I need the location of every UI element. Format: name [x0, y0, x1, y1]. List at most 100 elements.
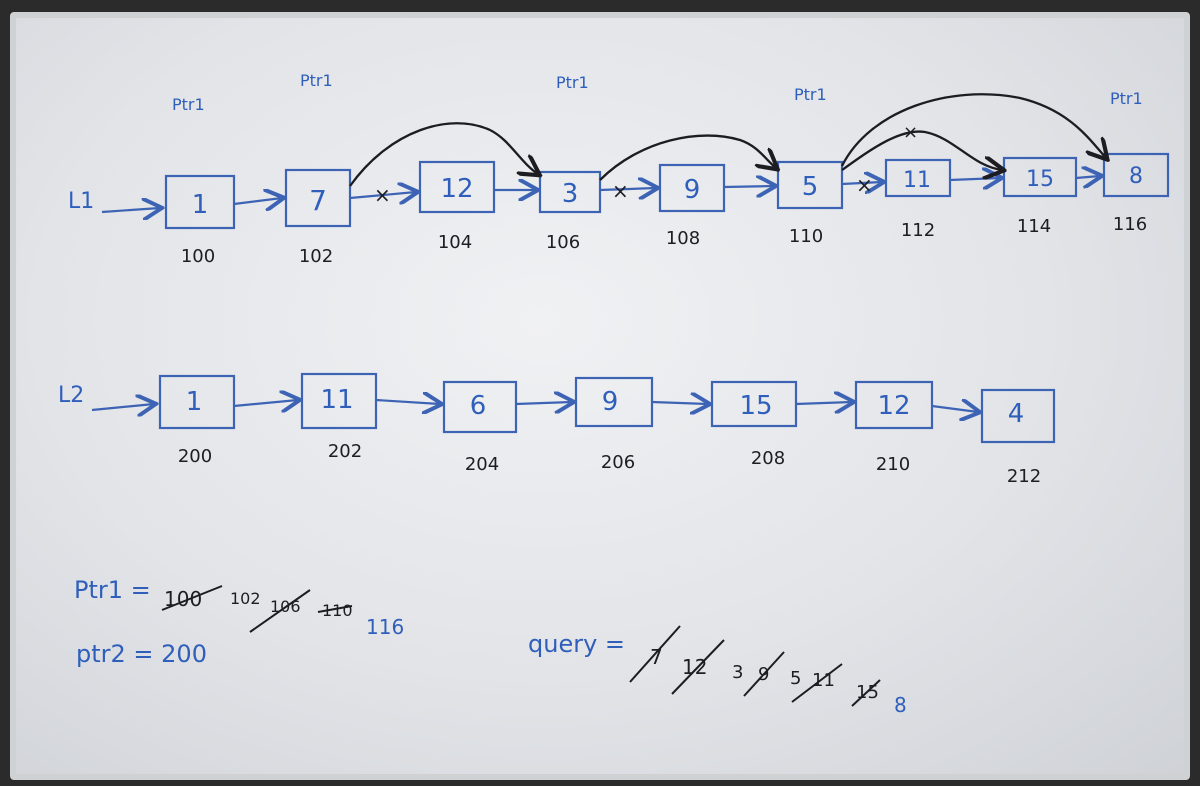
next-arrow — [515, 402, 572, 404]
node-address: 200 — [178, 446, 212, 467]
strike-mark — [791, 663, 843, 703]
query-value: 7 — [650, 645, 663, 669]
strike-mark — [743, 651, 785, 697]
ptr1-value: 102 — [230, 589, 261, 608]
node-value: 7 — [309, 184, 327, 217]
cut-mark: × — [374, 183, 391, 207]
node-address: 204 — [465, 454, 499, 475]
next-arrow — [599, 188, 656, 190]
query-value: 8 — [894, 693, 907, 717]
next-arrow — [723, 186, 774, 187]
list1-node: 11 112 — [884, 158, 952, 241]
cut-mark: × — [856, 173, 873, 197]
list2-node: 9 206 — [574, 376, 654, 473]
list1-node: 15 114 — [1002, 156, 1078, 237]
node-value: 11 — [320, 385, 353, 415]
ptr1-label: Ptr1 — [300, 71, 333, 90]
skip-arrow — [349, 122, 538, 187]
skip-arrow — [599, 134, 776, 181]
list2-node: 12 210 — [854, 380, 934, 475]
list1-label: L1 — [68, 189, 94, 214]
list2-head-arrow — [91, 404, 154, 410]
node-value: 1 — [186, 387, 203, 417]
node-value: 11 — [903, 168, 931, 193]
list1-node: 3 106 — [538, 170, 602, 253]
list1-head-arrow — [101, 208, 160, 212]
query-label: query = — [528, 630, 625, 658]
node-address: 100 — [181, 246, 215, 267]
next-arrow — [841, 182, 882, 184]
list1-node: 7 102 — [284, 168, 352, 267]
node-address: 104 — [438, 232, 472, 253]
node-value: 9 — [684, 175, 701, 205]
next-arrow — [931, 406, 978, 412]
node-value: 15 — [739, 391, 772, 421]
strike-mark — [629, 625, 681, 683]
next-arrow — [795, 402, 852, 404]
node-value: 15 — [1026, 167, 1054, 192]
strike-mark — [249, 589, 311, 633]
node-value: 1 — [192, 190, 209, 220]
ptr1-label: Ptr1 — [794, 85, 827, 104]
node-value: 6 — [470, 391, 487, 421]
node-address: 106 — [546, 232, 580, 253]
strike-mark — [317, 605, 353, 613]
node-value: 8 — [1129, 164, 1143, 189]
node-address: 208 — [751, 448, 785, 469]
node-address: 212 — [1007, 466, 1041, 487]
node-address: 112 — [901, 220, 935, 241]
next-arrow — [375, 400, 440, 404]
query-value: 3 — [732, 662, 743, 683]
cut-mark: × — [612, 179, 629, 203]
node-address: 116 — [1113, 214, 1147, 235]
ptr1-label: Ptr1 — [556, 73, 589, 92]
node-value: 9 — [602, 387, 619, 417]
list2-label: L2 — [58, 383, 84, 408]
node-value: 12 — [440, 174, 473, 204]
list2-node: 15 208 — [710, 380, 798, 469]
list1-node: 5 110 — [776, 160, 844, 247]
strike-mark — [851, 679, 881, 707]
next-arrow — [233, 198, 282, 204]
whiteboard — [10, 12, 1190, 780]
list1-node: 9 108 — [658, 163, 726, 249]
list2-node: 11 202 — [300, 372, 378, 462]
skip-arrow — [841, 130, 1002, 170]
ptr1-value: 110 — [322, 601, 353, 620]
node-address: 210 — [876, 454, 910, 475]
list2-node: 1 200 — [158, 374, 236, 467]
node-address: 108 — [666, 228, 700, 249]
node-address: 102 — [299, 246, 333, 267]
ptr1-value: 116 — [366, 615, 404, 639]
ptr1-value: 106 — [270, 597, 301, 616]
node-address: 114 — [1017, 216, 1051, 237]
strike-mark — [671, 639, 725, 695]
strike-mark — [161, 585, 223, 611]
node-address: 202 — [328, 441, 362, 462]
list1-node: 8 116 — [1102, 152, 1170, 235]
node-address: 110 — [789, 226, 823, 247]
skip-arrow — [840, 93, 1106, 167]
list1-node: 1 100 — [164, 174, 236, 267]
query-value: 5 — [790, 668, 801, 689]
ptr1-label: Ptr1 — [172, 95, 205, 114]
ptr1-note-label: Ptr1 = — [74, 576, 151, 604]
list2-node: 6 204 — [442, 380, 518, 475]
next-arrow — [1075, 176, 1100, 178]
node-value: 3 — [562, 179, 579, 209]
node-value: 12 — [877, 391, 910, 421]
ptr2-note: ptr2 = 200 — [76, 640, 207, 668]
node-value: 5 — [802, 172, 819, 202]
node-address: 206 — [601, 452, 635, 473]
query-value: 12 — [682, 655, 707, 679]
list1-node: 12 104 — [418, 160, 496, 253]
node-value: 4 — [1008, 399, 1025, 429]
next-arrow — [651, 402, 708, 404]
next-arrow — [349, 192, 416, 198]
query-value: 11 — [812, 670, 835, 691]
list2-node: 4 212 — [980, 388, 1056, 487]
next-arrow — [233, 400, 298, 406]
next-arrow — [949, 178, 1000, 180]
ptr1-label: Ptr1 — [1110, 89, 1143, 108]
